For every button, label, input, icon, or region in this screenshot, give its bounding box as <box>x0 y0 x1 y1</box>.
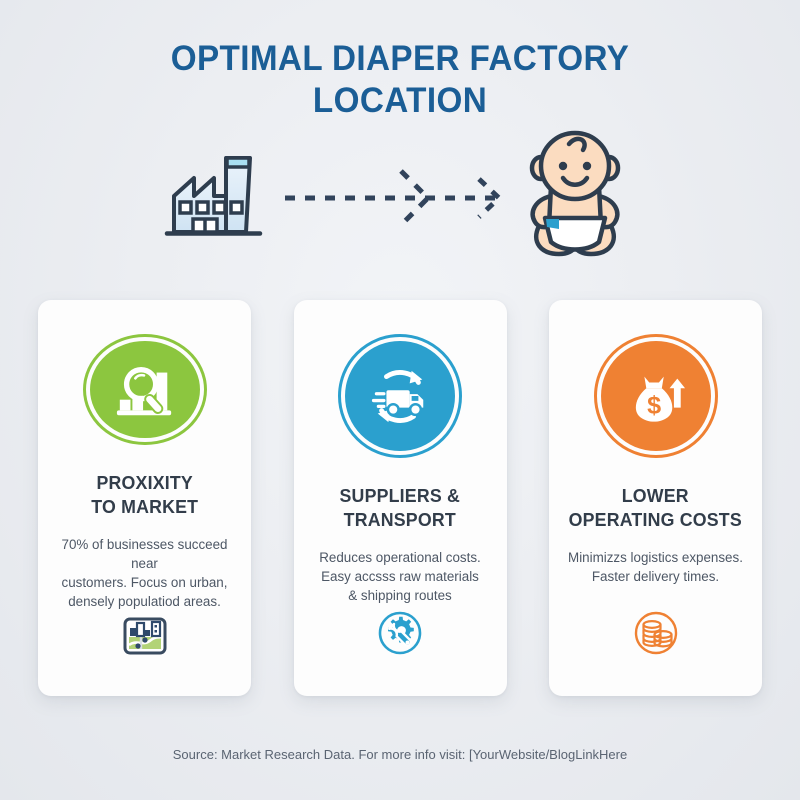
svg-text:$: $ <box>647 391 661 419</box>
wrench-gear-icon <box>378 611 422 655</box>
coin-stack-icon <box>634 611 677 655</box>
benefit-card-costs[interactable]: $ LOWER OPERATING COSTS Minimizzs logist… <box>549 300 762 696</box>
badge-ring <box>338 334 462 458</box>
card-heading: PROXIXITY TO MARKET <box>91 472 198 518</box>
source-footer: Source: Market Research Data. For more i… <box>172 747 628 762</box>
card-heading: SUPPLIERS & TRANSPORT <box>339 485 461 530</box>
magnifier-bar-chart-icon <box>116 366 171 415</box>
benefit-card-suppliers[interactable]: SUPPLIERS & TRANSPORT Reduces operationa… <box>293 300 507 696</box>
badge-ring <box>82 334 207 446</box>
card-footer-icon-slot <box>121 611 169 660</box>
money-bag-arrow-icon: $ <box>635 376 685 422</box>
baby-icon <box>515 130 635 265</box>
factory-icon <box>160 136 270 249</box>
page-title: OPTIMAL DIAPER FACTORY LOCATION <box>0 38 800 122</box>
page-title-line-2: LOCATION <box>312 81 488 120</box>
card-heading: LOWER OPERATING COSTS <box>568 485 743 530</box>
card-body-text: Minimizzs logistics expenses. Faster del… <box>568 550 743 584</box>
badge-proximity <box>82 334 207 446</box>
page-title-line-1: OPTIMAL DIAPER FACTORY <box>170 39 630 78</box>
city-map-icon <box>123 617 166 655</box>
card-footer-icon-slot <box>376 606 424 660</box>
benefit-card-list: PROXIXITY TO MARKET 70% of businesses su… <box>38 300 762 696</box>
badge-ring <box>593 334 718 458</box>
dashed-arrow-icon <box>283 168 511 233</box>
card-body-text: 70% of businesses succeed near customers… <box>61 537 228 610</box>
card-body-text: Reduces operational costs. Easy accsss r… <box>319 550 481 603</box>
benefit-card-proximity[interactable]: PROXIXITY TO MARKET 70% of businesses su… <box>38 300 251 696</box>
badge-suppliers <box>338 334 462 458</box>
delivery-truck-icon <box>371 370 424 423</box>
hero-illustration-row <box>0 130 800 270</box>
badge-costs: $ <box>593 334 718 458</box>
card-footer-icon-slot <box>632 606 680 660</box>
